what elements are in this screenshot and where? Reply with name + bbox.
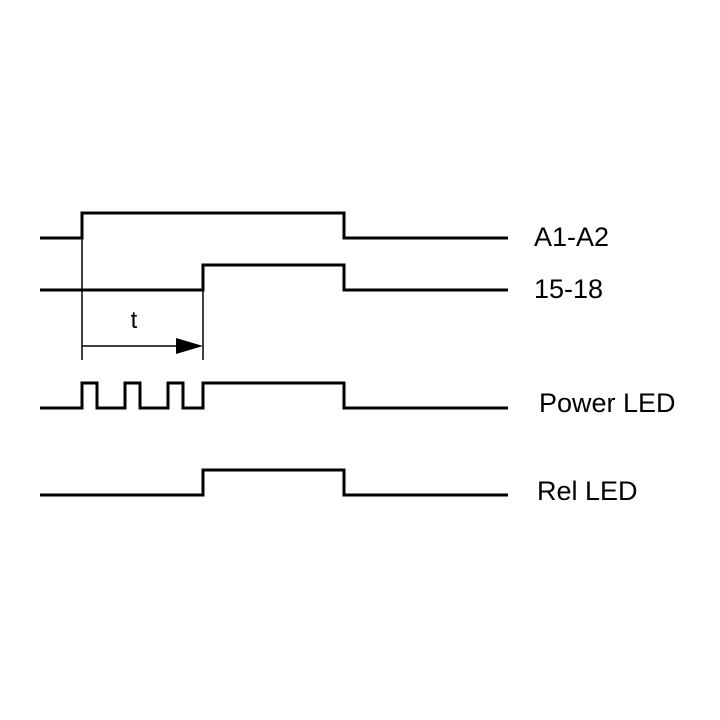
delay-label: t [131, 307, 138, 334]
signal-a1a2-waveform [40, 211, 508, 240]
signal-power-led-label: Power LED [539, 388, 676, 418]
signal-rel-led-label: Rel LED [537, 476, 638, 506]
signal-power-led-waveform [40, 381, 508, 410]
signal-rel-led-waveform [40, 468, 508, 497]
delay-arrow-head [176, 338, 203, 354]
signal-15-18-label: 15-18 [534, 274, 603, 304]
signal-15-18-waveform [40, 263, 508, 292]
signal-a1a2-label: A1-A2 [534, 222, 609, 252]
